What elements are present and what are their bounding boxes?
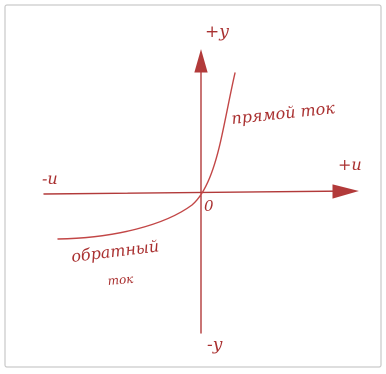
label-minus-y: -y (207, 335, 223, 355)
iv-curve (57, 72, 236, 240)
x-axis-arrow-right (332, 184, 359, 199)
label-origin: 0 (204, 197, 214, 215)
x-axis (43, 190, 353, 195)
label-reverse-current-line2: ток (107, 272, 135, 288)
y-axis-arrow-up (194, 49, 208, 73)
label-minus-u: -u (42, 169, 58, 188)
paper-frame (4, 4, 382, 368)
label-plus-u: +u (338, 155, 362, 174)
label-plus-y: +y (205, 22, 229, 42)
